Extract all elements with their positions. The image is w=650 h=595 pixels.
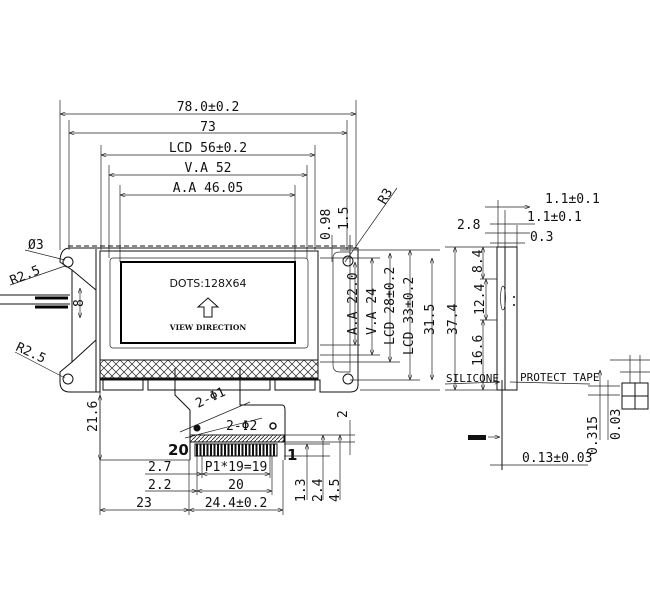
dim-2: 2 — [336, 410, 351, 418]
view-direction-label: VIEW DIRECTION — [169, 323, 247, 332]
top-dimensions: 78.0±0.2 73 LCD 56±0.2 V.A 52 A.A 46.05 — [59, 100, 357, 262]
dim-va-width: V.A 52 — [185, 161, 232, 176]
radius-top-label: R2.5 — [8, 263, 43, 289]
hole-large-label: 2-Φ2 — [226, 419, 257, 434]
side-h2: 12.4 — [473, 284, 488, 315]
silicone-label: SILICONE — [446, 372, 499, 385]
side-d1: 0.315 — [586, 416, 601, 455]
pin-20-label: 20 — [168, 441, 189, 459]
dim-aa-width: A.A 46.05 — [173, 181, 243, 196]
dim-hole-vpitch: 31.5 — [423, 304, 438, 335]
hole-dia-label: Ø3 — [28, 238, 44, 253]
dim-aa-height: A.A 22.0 — [346, 272, 361, 335]
dim-24: 2.4 — [311, 478, 326, 502]
dim-lcd-height: LCD 28±0.2 — [383, 267, 398, 345]
view-direction-arrow-icon — [196, 297, 220, 318]
radius-right-label: R3 — [375, 186, 396, 207]
fpc-callout-mark — [468, 435, 486, 440]
dim-13: 1.3 — [294, 479, 309, 502]
module-front-view: DOTS:128X64 VIEW DIRECTION — [0, 245, 359, 393]
dim-lcd-width: LCD 56±0.2 — [169, 141, 247, 156]
dim-27: 2.7 — [148, 460, 171, 475]
side-h3: 16.6 — [471, 335, 486, 366]
radius-bottom-label: R2.5 — [13, 340, 48, 367]
dim-fpc-length: 21.6 — [86, 401, 101, 432]
tab-height-label: 8 — [72, 299, 87, 307]
dim-lcd-outer-height: LCD 33±0.2 — [402, 277, 417, 355]
hole-small-label: 2-Φ1 — [193, 385, 228, 412]
dim-23: 23 — [136, 496, 152, 511]
dim-overall-width: 78.0±0.2 — [177, 100, 240, 115]
dim-overall-height: 37.4 — [446, 304, 461, 335]
pin-1-label: 1 — [287, 446, 297, 464]
side-view: 1.1±0.1 1.1±0.1 2.8 0.3 8.4 12.4 16.6 SI… — [444, 192, 650, 470]
side-h1: 8.4 — [471, 249, 486, 273]
side-fpc-thickness: 0.13±0.03 — [522, 451, 592, 466]
dots-label: DOTS:128X64 — [169, 277, 246, 290]
dim-fpc-width: 24.4±0.2 — [205, 496, 268, 511]
dim-span-20: 20 — [228, 478, 244, 493]
dim-098: 0.98 — [319, 209, 334, 240]
side-d2: 0.03 — [609, 409, 624, 440]
dim-22: 2.2 — [148, 478, 171, 493]
fpc-connector: 2-Φ1 2-Φ2 20 1 21.6 2.7 2.2 P1*19=19 20 … — [86, 368, 355, 515]
dim-45: 4.5 — [328, 479, 343, 502]
side-t3: 0.3 — [530, 230, 553, 245]
side-t2: 1.1±0.1 — [527, 210, 582, 225]
side-total: 2.8 — [457, 218, 480, 233]
dim-pitch: P1*19=19 — [205, 460, 268, 475]
side-t1: 1.1±0.1 — [545, 192, 600, 207]
dim-15: 1.5 — [337, 207, 352, 230]
protect-tape-label: PROTECT TAPE — [520, 371, 599, 384]
dim-va-height: V.A 24 — [365, 288, 380, 335]
right-dimensions: 0.98 1.5 R3 A.A 22.0 V.A 24 LCD 28±0.2 L… — [319, 186, 461, 391]
dim-hole-pitch: 73 — [200, 120, 216, 135]
